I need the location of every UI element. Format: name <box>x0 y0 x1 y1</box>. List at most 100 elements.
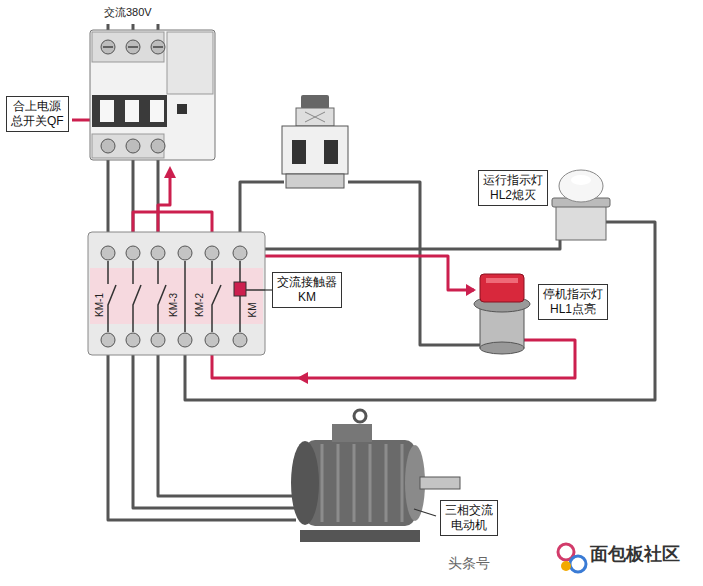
three-phase-motor <box>300 530 420 542</box>
control-wire <box>265 240 560 249</box>
contactor <box>178 246 192 260</box>
push-button <box>305 112 325 122</box>
terminal-label: KM-2 <box>195 293 205 317</box>
indicator-lamp <box>474 274 530 354</box>
push-button <box>282 126 348 174</box>
contactor <box>184 261 186 332</box>
contactor <box>233 333 247 347</box>
callout-text: 停机指示灯 HL1点亮 <box>543 287 603 317</box>
callout-box: 停机指示灯 HL1点亮 <box>538 284 608 320</box>
contactor-body: KM-1 KM-3 KM-2 KM <box>88 232 265 355</box>
three-phase-motor <box>354 410 366 422</box>
circuit-breaker <box>151 40 165 54</box>
three-phase-motor <box>322 444 402 522</box>
callout-text: 交流接触器 KM <box>277 275 337 305</box>
indicator-lamp <box>480 274 524 302</box>
contactor <box>88 232 265 355</box>
indicator-lamp <box>552 170 610 240</box>
contactor <box>101 246 115 260</box>
motor-wire <box>158 347 296 496</box>
contactor <box>233 246 247 260</box>
circuit-breaker <box>100 100 114 122</box>
indicator-lamp <box>559 170 603 202</box>
callout-box: 合上电源 总开关QF <box>6 96 69 132</box>
current-path <box>212 340 575 378</box>
indicator-lamp <box>571 175 591 185</box>
contactor <box>133 261 141 332</box>
contactor <box>126 333 140 347</box>
push-button <box>296 108 334 126</box>
three-phase-motor <box>353 444 356 522</box>
three-phase-motor <box>369 444 372 522</box>
three-phase-motor <box>401 444 404 522</box>
three-phase-motor <box>385 444 388 522</box>
watermark-logo <box>561 561 571 571</box>
motor-wire <box>108 347 296 520</box>
three-phase-motor <box>291 441 319 525</box>
push-button <box>286 174 344 188</box>
circuit-breaker <box>126 139 140 153</box>
circuit-breaker <box>92 95 167 127</box>
circuit-breaker <box>167 32 213 94</box>
circuit-breaker <box>101 40 115 54</box>
contactor <box>212 261 221 332</box>
motor-wire <box>133 347 296 508</box>
circuit-breaker <box>101 139 115 153</box>
circuit-breaker <box>128 46 138 48</box>
terminal-label: KM <box>248 303 258 318</box>
contactor <box>246 289 265 291</box>
contactor <box>151 246 165 260</box>
push-button <box>305 112 325 122</box>
indicator-lamp <box>556 205 606 240</box>
watermark: 面包板社区 <box>590 545 680 565</box>
circuit-breaker <box>150 100 164 122</box>
push-button <box>292 140 306 164</box>
terminal-label: KM-1 <box>95 293 105 317</box>
contactor <box>108 261 265 332</box>
three-phase-motor <box>337 444 340 522</box>
contactor <box>90 268 263 324</box>
contactor <box>88 232 265 355</box>
callout-text: 三相交流 电动机 <box>445 503 493 533</box>
callout-text: 运行指示灯 HL2熄灭 <box>483 173 543 203</box>
contactor <box>101 333 115 347</box>
flow-arrow <box>164 166 176 178</box>
push-button <box>324 140 338 164</box>
flow-arrow <box>466 284 476 296</box>
three-phase-motor <box>321 444 324 522</box>
three-phase-motor <box>420 477 460 489</box>
contactor <box>205 246 219 260</box>
contactor <box>101 246 247 347</box>
three-phase-motor <box>414 509 436 516</box>
callout-box: 三相交流 电动机 <box>440 500 498 536</box>
circuit-breaker <box>125 100 139 122</box>
terminal-label: KM-3 <box>169 293 179 317</box>
circuit-breaker <box>153 46 163 48</box>
watermark-logo <box>570 556 586 572</box>
watermark-logo <box>558 544 586 572</box>
contactor <box>158 261 166 332</box>
circuit-breaker <box>151 139 165 153</box>
leader-line <box>265 289 272 290</box>
contactor <box>178 333 192 347</box>
indicator-lamp <box>480 342 524 354</box>
flow-arrow <box>297 372 308 384</box>
contactor <box>151 333 165 347</box>
indicator-lamp <box>486 278 518 283</box>
callout-text: 合上电源 总开关QF <box>11 99 64 129</box>
contactor <box>108 261 116 332</box>
push-button <box>282 95 348 188</box>
circuit-breaker <box>126 40 140 54</box>
circuit-breaker <box>103 46 113 48</box>
circuit-breaker <box>90 30 215 160</box>
motor-wire <box>108 347 296 520</box>
contactor <box>126 246 140 260</box>
callout-box: 运行指示灯 HL2熄灭 <box>478 170 548 206</box>
callout-box: 交流接触器 KM <box>272 272 342 308</box>
contactor <box>205 333 219 347</box>
push-button <box>301 95 329 109</box>
three-phase-motor <box>332 424 372 442</box>
control-wire <box>348 182 482 345</box>
three-phase-motor <box>305 440 415 526</box>
